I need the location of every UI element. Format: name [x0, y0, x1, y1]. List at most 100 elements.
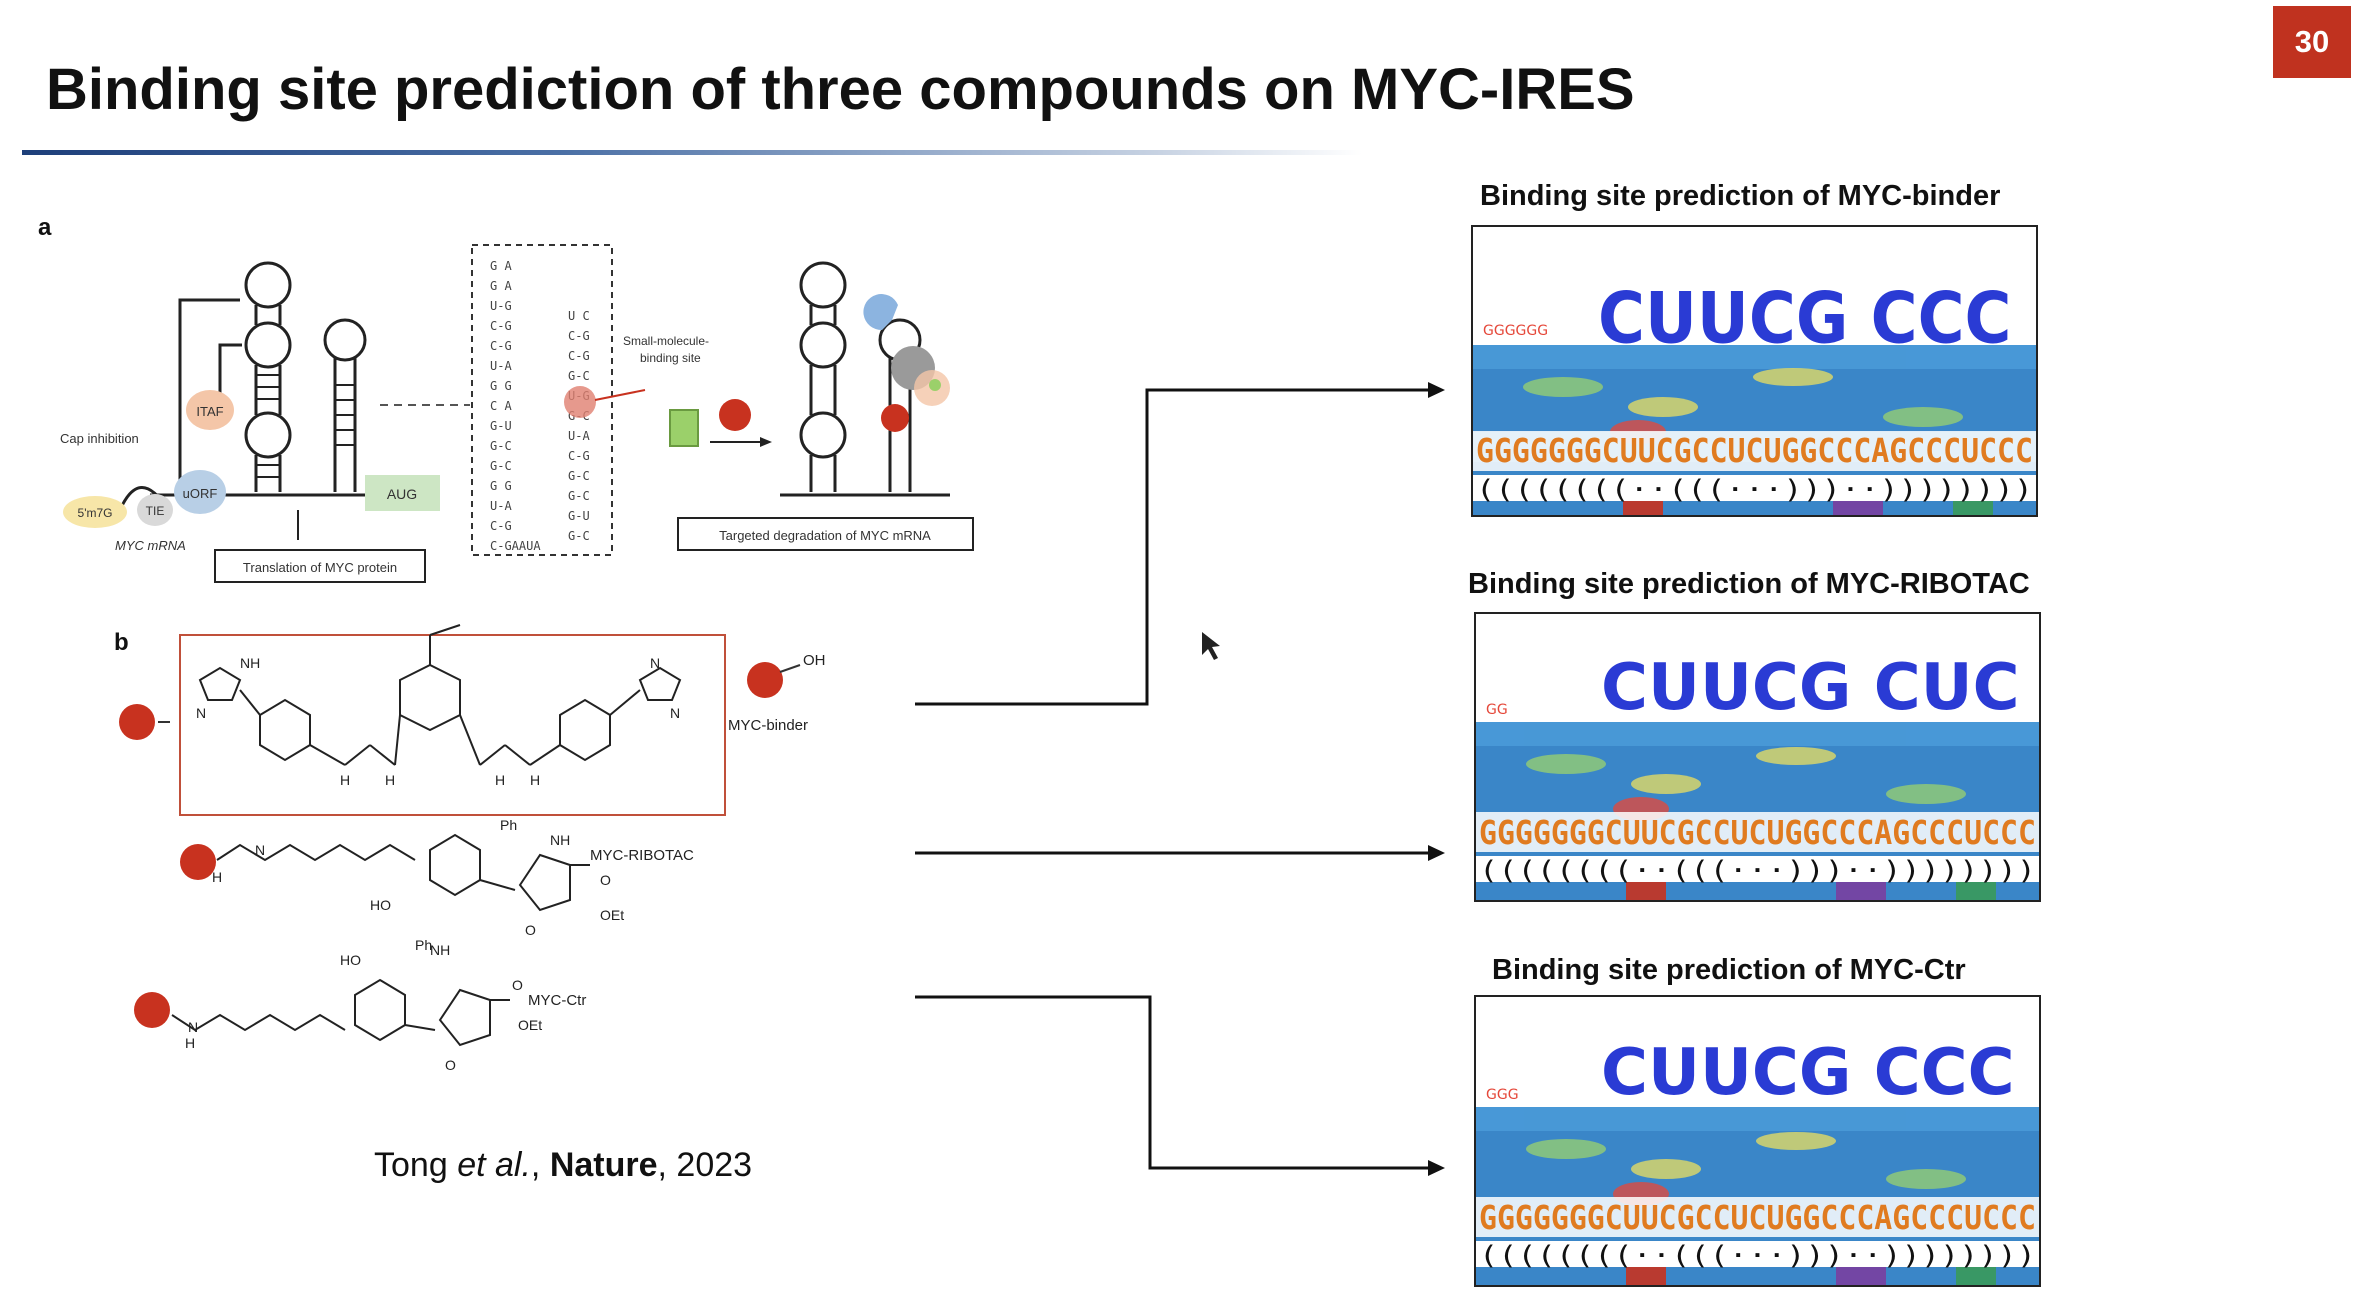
svg-text:GGG: GGG [1486, 1087, 1519, 1103]
svg-text:H: H [530, 772, 540, 788]
svg-text:NH: NH [430, 942, 450, 958]
svg-text:G-U: G-U [568, 509, 590, 523]
svg-text:U-A: U-A [490, 359, 512, 373]
svg-text:G G: G G [490, 479, 512, 493]
svg-text:Cap inhibition: Cap inhibition [60, 431, 139, 446]
svg-text:C-G: C-G [568, 349, 590, 363]
svg-text:G-U: G-U [490, 419, 512, 433]
svg-text:N: N [670, 705, 680, 721]
svg-text:U-A: U-A [568, 429, 590, 443]
svg-text:ITAF: ITAF [196, 404, 223, 419]
figure-a-label: a [38, 214, 52, 241]
svg-text:MYC-Ctr: MYC-Ctr [528, 992, 586, 1009]
svg-text:Ph: Ph [500, 817, 517, 833]
page-number-badge: 30 [2273, 6, 2351, 78]
citation: Tong et al., Nature, 2023 [374, 1146, 753, 1184]
svg-text:G-C: G-C [568, 469, 590, 483]
svg-text:G A: G A [490, 259, 512, 273]
svg-text:TIE: TIE [146, 504, 165, 518]
svg-text:N: N [255, 842, 265, 858]
svg-text:C-G: C-G [490, 319, 512, 333]
svg-text:5'm7G: 5'm7G [78, 506, 113, 520]
figure-a-schematic: a ITAF uORF TIE 5'm7G Cap inhibition MYC… [38, 214, 974, 583]
svg-text:GG: GG [1486, 702, 1508, 718]
connector-arrows [915, 382, 1445, 1176]
svg-text:NH: NH [240, 655, 260, 671]
svg-text:CUUCG CCC CCU: CUUCG CCC CCU [1598, 278, 2036, 360]
svg-text:H: H [212, 869, 222, 885]
svg-text:Ph: Ph [415, 937, 432, 953]
svg-text:binding site: binding site [640, 351, 701, 365]
myc-binder-box [179, 634, 726, 816]
ires-sequence-box [471, 244, 613, 556]
svg-text:O: O [445, 1057, 456, 1073]
svg-text:AUG: AUG [387, 486, 417, 502]
svg-text:H: H [385, 772, 395, 788]
svg-text:((((((((··(((···)))··)))))))): ((((((((··(((···)))··)))))))) [1479, 856, 2036, 886]
mouse-cursor [1202, 632, 1220, 660]
svg-text:OEt: OEt [518, 1017, 542, 1033]
svg-text:H: H [185, 1035, 195, 1051]
svg-text:U C: U C [568, 309, 590, 323]
svg-text:U-A: U-A [490, 499, 512, 513]
svg-text:MYC mRNA: MYC mRNA [115, 538, 186, 553]
translation-box [214, 549, 426, 583]
svg-text:GGGGGGGCUUCGCCUCUGGCCCAGCCCUCC: GGGGGGGCUUCGCCUCUGGCCCAGCCCUCCC [1476, 431, 2033, 470]
tie-blob [137, 494, 173, 526]
stem-rungs-left [256, 374, 355, 478]
svg-text:O: O [525, 922, 536, 938]
panel-title-ctr: Binding site prediction of MYC-Ctr [1492, 954, 1966, 986]
aug-box [365, 475, 440, 511]
svg-text:O: O [600, 872, 611, 888]
svg-text:OEt: OEt [600, 907, 624, 923]
svg-text:C A: C A [490, 399, 512, 413]
svg-text:G G: G G [490, 379, 512, 393]
svg-text:OH: OH [803, 652, 826, 669]
heatmap-panel-binder: GGGGGG CUUCG CCC CCU GGGGGGGCUUCGCCUCUGG… [1471, 225, 2038, 517]
heatmap-panel-ribotac: GG CUUCG CUC CCC GGGGGGGCUUCGCCUCUGGCCCA… [1474, 612, 2041, 902]
arrow-to-binder-panel [915, 388, 1430, 706]
svg-text:MYC-RIBOTAC: MYC-RIBOTAC [590, 847, 694, 864]
rnase-blob [863, 294, 898, 331]
svg-text:((((((((··(((···)))··)))))))): ((((((((··(((···)))··)))))))) [1476, 475, 2033, 505]
svg-text:O: O [512, 977, 523, 993]
svg-text:b: b [114, 629, 129, 656]
svg-text:H: H [495, 772, 505, 788]
svg-text:G-C: G-C [490, 439, 512, 453]
cap-blob [63, 496, 127, 528]
svg-text:G-C: G-C [568, 489, 590, 503]
svg-text:GGGGGGGCUUCGCCUCUGGCCCAGCCCUCC: GGGGGGGCUUCGCCUCUGGCCCAGCCCUCCC [1479, 813, 2036, 852]
svg-text:N: N [196, 705, 206, 721]
svg-text:G-C: G-C [490, 459, 512, 473]
svg-text:HO: HO [340, 952, 361, 968]
svg-text:C-G: C-G [490, 519, 512, 533]
svg-text:U-G: U-G [490, 299, 512, 313]
uorf-blob [174, 470, 226, 514]
svg-text:Small-molecule-: Small-molecule- [623, 334, 709, 348]
svg-text:uORF: uORF [183, 486, 218, 501]
svg-text:CUUCG CCC CCU: CUUCG CCC CCU [1601, 1036, 2039, 1110]
arrow-to-ctr-panel [915, 995, 1430, 1170]
svg-text:((((((((··(((···)))··)))))))): ((((((((··(((···)))··)))))))) [1479, 1241, 2036, 1271]
svg-text:C-G: C-G [490, 339, 512, 353]
degradation-box [677, 517, 974, 551]
title-underline [22, 150, 1362, 155]
svg-text:G-C: G-C [568, 529, 590, 543]
itaf-blob [186, 390, 234, 430]
svg-text:GGGGGGGCUUCGCCUCUGGCCCAGCCCUCC: GGGGGGGCUUCGCCUCUGGCCCAGCCCUCCC [1479, 1198, 2036, 1237]
svg-text:NH: NH [550, 832, 570, 848]
svg-text:N: N [650, 655, 660, 671]
slide-title: Binding site prediction of three compoun… [46, 57, 1635, 122]
svg-text:H: H [340, 772, 350, 788]
svg-text:C-G: C-G [568, 329, 590, 343]
svg-text:Targeted degradation of MYC mR: Targeted degradation of MYC mRNA [719, 528, 931, 543]
panel-title-ribotac: Binding site prediction of MYC-RIBOTAC [1468, 568, 2030, 600]
svg-text:C-G: C-G [568, 449, 590, 463]
red-ligand [719, 399, 751, 431]
small-molecule-icon [669, 409, 699, 447]
svg-text:G A: G A [490, 279, 512, 293]
svg-text:HO: HO [370, 897, 391, 913]
svg-text:MYC-binder: MYC-binder [728, 717, 808, 734]
svg-text:C-GAAUA: C-GAAUA [490, 539, 541, 553]
